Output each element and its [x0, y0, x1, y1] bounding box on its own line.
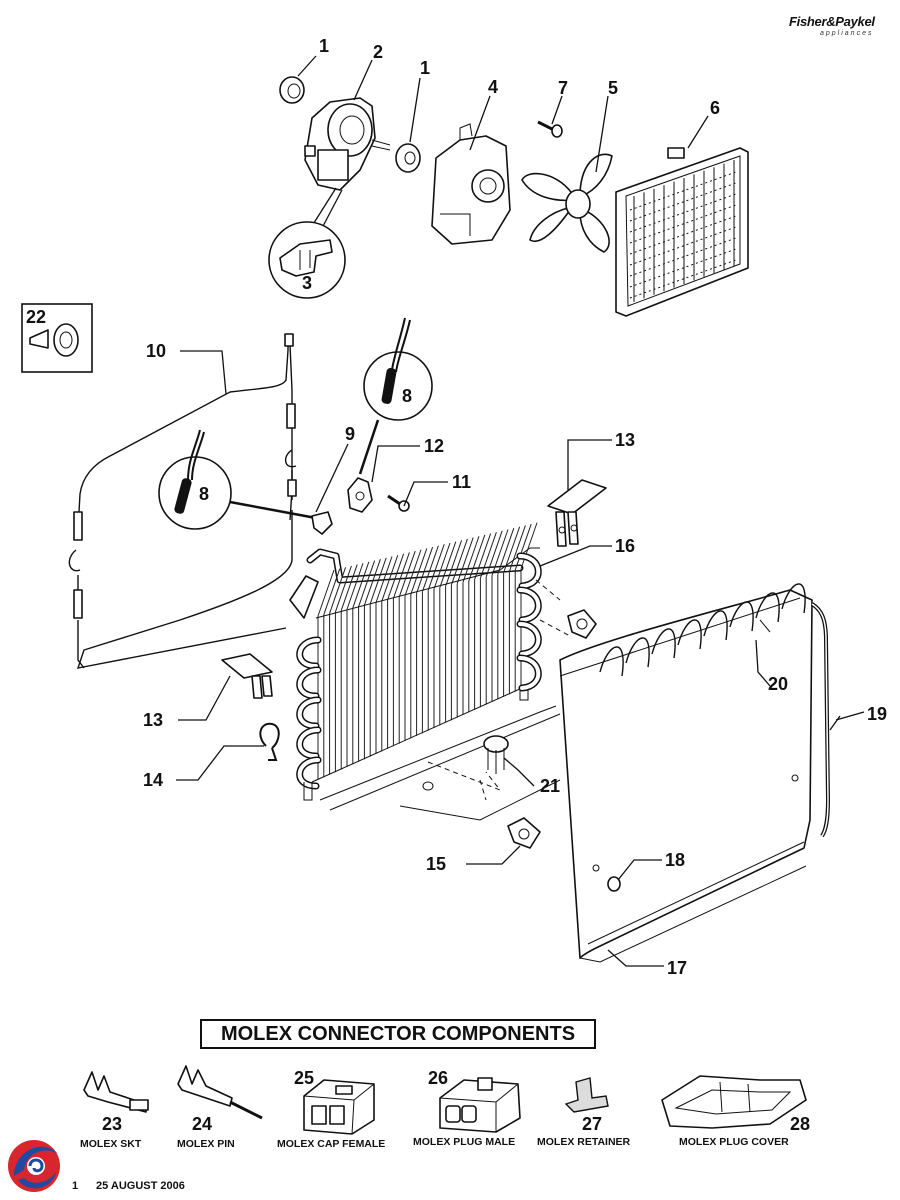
footer-date: 25 AUGUST 2006: [96, 1180, 185, 1192]
brand-logo-text: Fisher&Paykel: [789, 14, 875, 29]
molex-28-plug-cover-drawing: [661, 1075, 807, 1129]
callout-10: 10: [146, 341, 166, 361]
part-11-screw: [387, 494, 410, 512]
liner-base-lines: [319, 705, 561, 821]
callout-4: 4: [488, 77, 498, 97]
callout-numbers: 1 2 3 1 4 7 5 6 22 10 8 8 9 12 11 13 16 …: [26, 36, 887, 978]
molex-components: 23 24 25 26 27 28 MOLEX SKT MOLEX PIN MO…: [80, 1065, 810, 1150]
callout-16: 16: [615, 536, 635, 556]
molex-number-27: 27: [582, 1114, 602, 1134]
callout-15: 15: [426, 854, 446, 874]
part-20-clip-upper: [567, 609, 597, 639]
part-17-evaporator-cover: [559, 583, 813, 963]
molex-label-27: MOLEX RETAINER: [537, 1136, 631, 1148]
molex-number-25: 25: [294, 1068, 314, 1088]
callout-6: 6: [710, 98, 720, 118]
part-21-drain-grommet: [483, 735, 509, 774]
molex-number-28: 28: [790, 1114, 810, 1134]
callout-leaders: [176, 55, 865, 967]
molex-number-26: 26: [428, 1068, 448, 1088]
molex-number-24: 24: [192, 1114, 212, 1134]
molex-label-26: MOLEX PLUG MALE: [413, 1136, 515, 1148]
callout-13-lower: 13: [143, 710, 163, 730]
callout-13-upper: 13: [615, 430, 635, 450]
molex-label-28: MOLEX PLUG COVER: [679, 1136, 789, 1148]
callout-1-right: 1: [420, 58, 430, 78]
part-1-grommet-left: [279, 76, 305, 104]
part-10-defrost-heater: [68, 333, 297, 669]
molex-23-socket-drawing: [83, 1071, 149, 1113]
callout-9: 9: [345, 424, 355, 444]
part-13-evaporator-bracket-lower: [221, 653, 273, 699]
molex-26-plug-male-drawing: [439, 1077, 521, 1133]
callout-21: 21: [540, 776, 560, 796]
callout-8-right: 8: [402, 386, 412, 406]
molex-section-title: MOLEX CONNECTOR COMPONENTS: [200, 1019, 596, 1049]
callout-2: 2: [373, 42, 383, 62]
molex-label-24: MOLEX PIN: [177, 1138, 235, 1150]
part-8-sensor-detail-left: [158, 429, 317, 530]
callout-12: 12: [424, 436, 444, 456]
callout-11: 11: [452, 472, 471, 492]
molex-label-23: MOLEX SKT: [80, 1138, 142, 1150]
part-16-evaporator: [289, 522, 571, 801]
callout-1-left: 1: [319, 36, 329, 56]
part-22-inset: [21, 303, 93, 373]
footer-page-number: 1: [72, 1180, 79, 1192]
callout-19: 19: [867, 704, 887, 724]
molex-number-23: 23: [102, 1114, 122, 1134]
molex-27-retainer-drawing: [564, 1077, 609, 1113]
part-6-fan-grille: [615, 147, 749, 317]
brand-subtitle: appliances: [820, 30, 874, 37]
part-13-evaporator-bracket-upper: [547, 479, 607, 547]
callout-20: 20: [768, 674, 788, 694]
molex-25-cap-female-drawing: [303, 1079, 375, 1135]
part-5-fan-blade: [521, 153, 613, 253]
callout-17: 17: [667, 958, 687, 978]
part-1-grommet-right: [395, 143, 421, 173]
callout-18: 18: [665, 850, 685, 870]
part-9-sensor-clip: [311, 511, 333, 535]
molex-label-25: MOLEX CAP FEMALE: [277, 1138, 385, 1150]
callout-14: 14: [143, 770, 163, 790]
callout-7: 7: [558, 78, 568, 98]
part-7-screw: [537, 120, 563, 138]
part-12-sensor-bracket: [347, 477, 373, 513]
part-14-spring-clip: [259, 722, 280, 761]
part-18-plug: [607, 876, 621, 892]
part-4-motor-bracket: [431, 123, 511, 245]
part-19-seal-strip: [810, 602, 831, 838]
molex-24-pin-drawing: [177, 1065, 263, 1120]
callout-5: 5: [608, 78, 618, 98]
footer-logo-icon: [8, 1140, 60, 1192]
callout-22: 22: [26, 307, 46, 327]
part-8-sensor-detail-right: [358, 317, 433, 475]
callout-8-left: 8: [199, 484, 209, 504]
part-2-fan-motor: [304, 97, 391, 191]
callout-3: 3: [302, 273, 312, 293]
part-3-clip-detail: [268, 187, 346, 299]
part-15-clip-lower: [507, 817, 541, 849]
